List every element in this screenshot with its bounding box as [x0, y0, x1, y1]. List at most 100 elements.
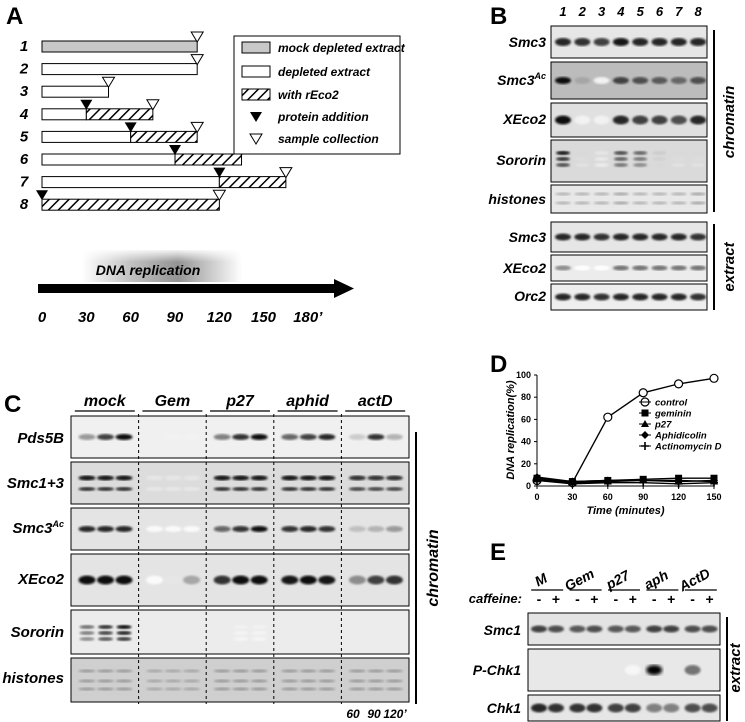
band: [670, 201, 687, 205]
band: [164, 526, 182, 532]
y-tick-label-4: 80: [521, 392, 531, 402]
band: [299, 575, 317, 585]
band: [115, 475, 133, 481]
x-tick-label-3: 90: [638, 492, 648, 502]
panel-b-row-label-1: Smc3Ac: [497, 71, 546, 88]
band: [97, 475, 114, 481]
sample-collection-marker: [190, 31, 205, 43]
point-4-5: [710, 478, 718, 487]
panel-e-blot-1: [527, 648, 721, 692]
point-0-5: [709, 373, 719, 383]
band: [663, 625, 680, 633]
band: [593, 77, 610, 84]
depleted-bar: [41, 63, 198, 76]
panel-c-row-label-0: Pds5B: [17, 430, 64, 447]
time-axis-arrowhead: [334, 279, 354, 298]
panel-b-row-label-3: Sororin: [496, 152, 546, 168]
panel-b-extract-label-0: Smc3: [509, 229, 547, 245]
band: [575, 163, 590, 167]
band: [299, 475, 317, 481]
band: [183, 687, 201, 691]
band: [115, 679, 133, 683]
lane-number-8: 8: [694, 4, 702, 19]
point-4-2: [603, 478, 612, 487]
extract-side-label-e: extract: [727, 642, 744, 692]
band: [385, 487, 403, 491]
band: [213, 687, 231, 691]
band: [612, 265, 629, 271]
panel-d-letter: D: [490, 351, 507, 378]
point-0-2: [603, 412, 613, 422]
band: [555, 293, 571, 301]
band: [299, 687, 317, 691]
lane-number-2: 2: [578, 4, 587, 19]
band: [232, 434, 250, 440]
group-label-actD: actD: [358, 393, 393, 410]
group-label-aphid: aphid: [286, 393, 330, 410]
band: [652, 163, 667, 167]
protein-addition-marker: [169, 145, 182, 155]
depleted-bar: [41, 130, 132, 143]
band: [115, 434, 133, 440]
band: [690, 265, 707, 271]
band: [367, 679, 385, 683]
band: [633, 151, 648, 155]
band: [164, 669, 182, 673]
band: [78, 669, 96, 673]
band: [651, 77, 668, 84]
band: [213, 669, 231, 673]
panel-e-row-label-1: P-Chk1: [473, 662, 521, 678]
band: [624, 625, 641, 633]
band: [281, 487, 299, 491]
band: [146, 687, 164, 691]
band: [548, 703, 564, 713]
panel-b-row-label-4: histones: [488, 191, 546, 207]
band: [232, 475, 250, 481]
group-label-p27: p27: [225, 393, 255, 410]
panel-c-row-label-1: Smc1+3: [7, 475, 65, 492]
band: [97, 487, 114, 491]
band: [684, 703, 701, 713]
band: [385, 687, 403, 691]
row-number-3: 3: [20, 83, 29, 100]
panel-e-letter: E: [490, 539, 506, 566]
band: [663, 703, 680, 713]
band: [612, 77, 629, 84]
band: [164, 687, 182, 691]
band: [232, 669, 250, 673]
band: [593, 265, 610, 271]
band: [574, 38, 591, 46]
band: [651, 233, 668, 241]
band: [183, 475, 201, 481]
band: [348, 575, 366, 585]
point-4-0: [533, 476, 541, 485]
point-4-4: [674, 479, 683, 488]
band: [79, 625, 95, 629]
band: [232, 487, 250, 491]
legend-icon-filled-triangle: [250, 112, 262, 122]
band: [613, 151, 628, 155]
band: [690, 115, 707, 125]
caffeine-sign-7: +: [667, 591, 675, 607]
band: [183, 669, 201, 673]
band: [612, 201, 629, 205]
band: [593, 201, 610, 205]
group-label-Gem: Gem: [155, 393, 191, 410]
band: [633, 157, 648, 161]
band: [116, 637, 132, 641]
band: [281, 526, 299, 532]
legend-swatch-mock: [241, 41, 271, 54]
band: [607, 625, 624, 633]
band: [318, 669, 336, 673]
band: [146, 669, 164, 673]
e-group-label-M: M: [532, 570, 550, 590]
time-tick-0: 0: [38, 309, 47, 326]
band: [569, 625, 586, 633]
band: [651, 265, 668, 271]
band: [78, 575, 96, 585]
band: [690, 233, 707, 241]
